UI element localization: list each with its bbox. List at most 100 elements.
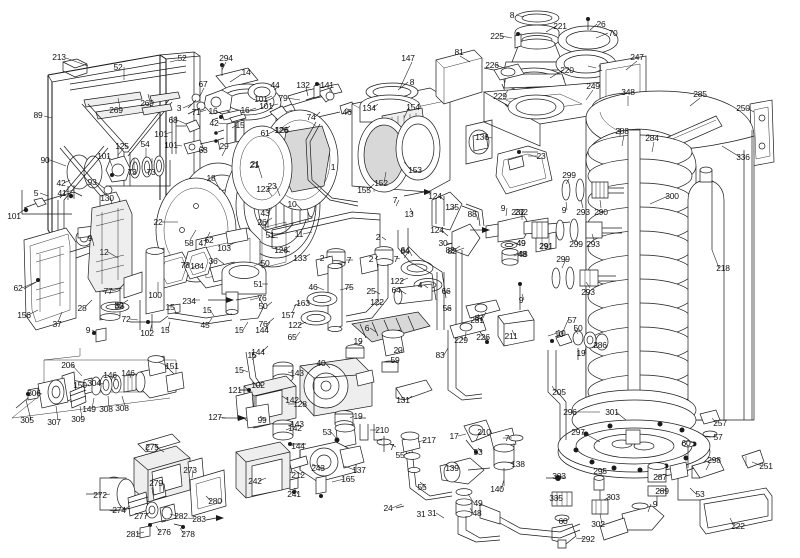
callout-144: 144: [255, 324, 269, 335]
callout-143: 143: [290, 418, 304, 429]
callout-288: 288: [615, 125, 629, 136]
callout-128: 128: [293, 398, 307, 409]
callout-2: 2: [368, 253, 374, 264]
callout-278: 278: [181, 528, 195, 539]
callout-17: 17: [449, 430, 459, 441]
callout-165: 165: [341, 473, 355, 484]
callout-152: 152: [374, 177, 388, 188]
callout-242: 242: [248, 475, 262, 486]
callout-7: 7: [392, 194, 398, 205]
callout-163: 163: [296, 297, 310, 308]
callout-101: 101: [254, 93, 268, 104]
callout-88: 88: [467, 208, 477, 219]
callout-273: 273: [183, 464, 197, 475]
callout-10: 10: [556, 327, 566, 338]
callout-82: 82: [445, 244, 455, 255]
callout-2: 2: [319, 252, 325, 263]
callout-293: 293: [586, 238, 600, 249]
callout-18: 18: [206, 172, 216, 183]
callout-7: 7: [389, 441, 395, 452]
callout-93: 93: [87, 176, 97, 187]
callout-144: 144: [291, 440, 305, 451]
callout-61: 61: [260, 127, 270, 138]
callout-335: 335: [549, 492, 563, 503]
callout-90: 90: [40, 154, 50, 165]
callout-9: 9: [500, 202, 506, 213]
callout-226: 226: [476, 331, 490, 342]
callout-7: 7: [393, 253, 399, 264]
callout-15: 15: [160, 324, 170, 335]
callout-71: 71: [191, 106, 201, 117]
callout-286: 286: [593, 339, 607, 350]
callout-127: 127: [208, 411, 222, 422]
callout-101: 101: [154, 128, 168, 139]
callout-64: 64: [400, 244, 410, 255]
callout-103: 103: [217, 242, 231, 253]
callout-136: 136: [475, 131, 489, 142]
callout-22: 22: [153, 216, 163, 227]
callout-292: 292: [581, 533, 595, 544]
callout-309: 309: [71, 413, 85, 424]
callout-308: 308: [99, 403, 113, 414]
callout-348: 348: [621, 86, 635, 97]
callout-16: 16: [208, 105, 218, 116]
callout-234: 234: [182, 295, 196, 306]
callout-9: 9: [87, 232, 93, 243]
callout-143: 143: [290, 367, 304, 378]
callout-101: 101: [7, 210, 21, 221]
callout-154: 154: [406, 101, 420, 112]
callout-293: 293: [576, 206, 590, 217]
callout-229: 229: [493, 90, 507, 101]
callout-50: 50: [260, 257, 270, 268]
callout-26: 26: [257, 216, 267, 227]
callout-87: 87: [474, 312, 484, 323]
callout-149: 149: [82, 403, 96, 414]
callout-49: 49: [516, 237, 526, 248]
callout-301: 301: [605, 406, 619, 417]
callout-9: 9: [652, 498, 658, 509]
callout-9: 9: [518, 294, 524, 305]
callout-304: 304: [87, 377, 101, 388]
callout-299: 299: [556, 253, 570, 264]
callout-55: 55: [395, 449, 405, 460]
callout-78: 78: [180, 259, 190, 270]
callout-50: 50: [258, 300, 268, 311]
callout-144: 144: [251, 346, 265, 357]
callout-222: 222: [731, 520, 745, 531]
callout-232: 232: [511, 206, 525, 217]
callout-83: 83: [435, 349, 445, 360]
callout-59: 59: [390, 354, 400, 365]
callout-205: 205: [552, 386, 566, 397]
callout-100: 100: [148, 289, 162, 300]
callout-8: 8: [509, 9, 515, 20]
washer-row-1: [561, 178, 624, 202]
base-pipework-assembly: [479, 350, 773, 549]
pump-manifold-assembly: [222, 351, 524, 543]
callout-102: 102: [140, 327, 154, 338]
callout-133: 133: [293, 252, 307, 263]
callout-211: 211: [504, 330, 518, 341]
callout-58: 58: [184, 237, 194, 248]
callout-15: 15: [202, 304, 212, 315]
callout-53: 53: [322, 426, 332, 437]
callout-66: 66: [441, 285, 451, 296]
callout-289: 289: [655, 485, 669, 496]
combustion-chamber-assembly: [231, 49, 493, 257]
callout-42: 42: [209, 117, 219, 128]
callout-124: 124: [430, 224, 444, 235]
callout-37: 37: [52, 318, 62, 329]
callout-82: 82: [447, 245, 457, 256]
callout-225: 225: [490, 30, 504, 41]
callout-280: 280: [208, 495, 222, 506]
callout-307: 307: [47, 416, 61, 427]
callout-79: 79: [278, 92, 288, 103]
callout-29: 29: [219, 140, 229, 151]
gas-valve-assembly: [11, 348, 185, 419]
callout-72: 72: [121, 313, 131, 324]
callout-131: 131: [396, 394, 410, 405]
callout-250: 250: [736, 102, 750, 113]
callout-15: 15: [235, 119, 245, 130]
callout-299: 299: [569, 238, 583, 249]
callout-2: 2: [375, 231, 381, 242]
callout-153: 153: [408, 164, 422, 175]
